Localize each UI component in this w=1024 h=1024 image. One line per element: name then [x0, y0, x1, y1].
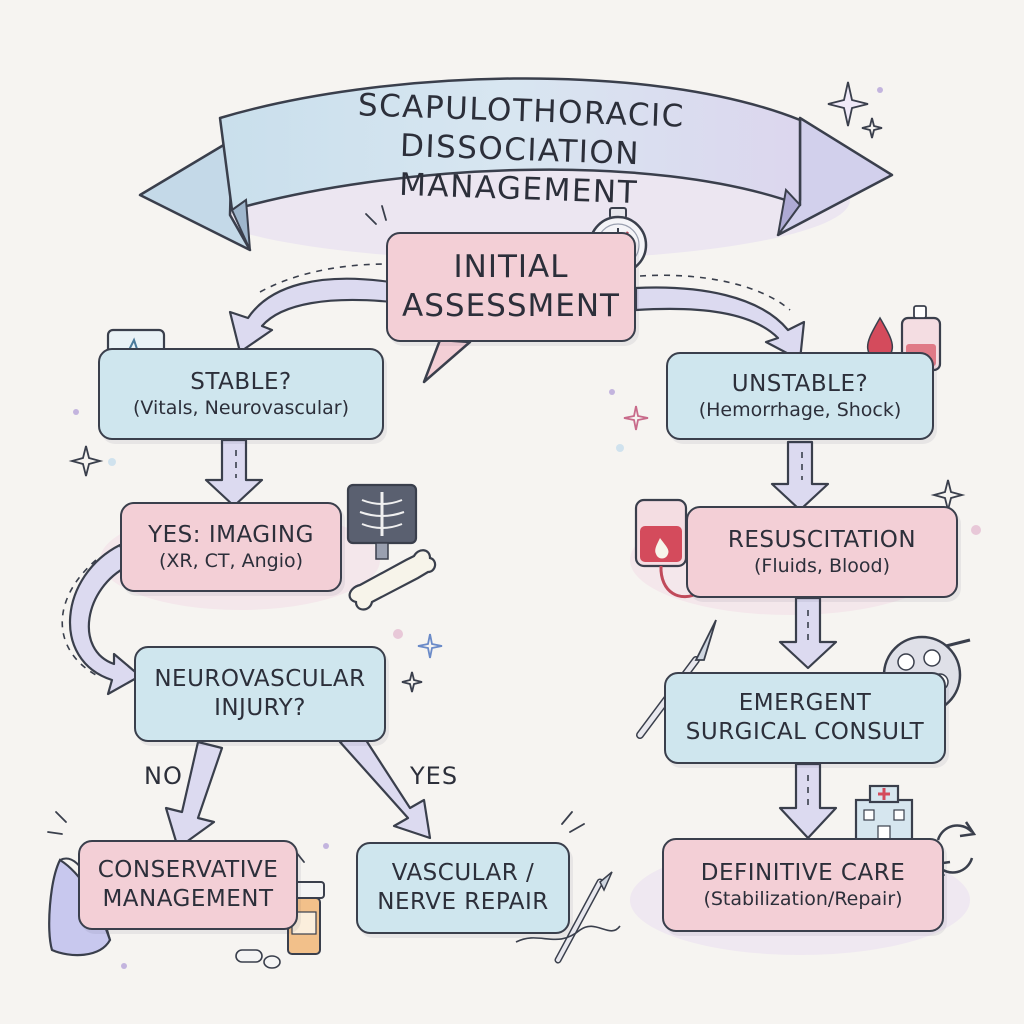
resuscitation-line-1: RESUSCITATION — [727, 526, 917, 553]
neurovascular-line-2: INJURY? — [214, 695, 306, 721]
vascular-line-1: VASCULAR / — [391, 860, 535, 887]
stable-node: STABLE? (Vitals, Neurovascular) — [98, 348, 384, 440]
unstable-line-1: UNSTABLE? — [731, 370, 869, 397]
surgical-consult-node: EMERGENT SURGICAL CONSULT — [664, 672, 946, 764]
hospital-icon — [854, 784, 914, 844]
vascular-line-2: NERVE REPAIR — [377, 889, 549, 915]
branch-label-yes: YES — [410, 762, 459, 790]
imaging-line-1: YES: IMAGING — [148, 521, 314, 548]
conservative-line-2: MANAGEMENT — [102, 886, 274, 912]
unstable-line-2: (Hemorrhage, Shock) — [698, 398, 902, 421]
conservative-line-1: CONSERVATIVE — [97, 857, 279, 884]
initial-assessment-line-1: INITIAL — [453, 249, 569, 286]
vascular-nerve-repair-node: VASCULAR / NERVE REPAIR — [356, 842, 570, 934]
branch-label-no: NO — [144, 762, 183, 790]
surgical-line-1: EMERGENT — [738, 690, 872, 717]
neurovascular-injury-node: NEUROVASCULAR INJURY? — [134, 646, 386, 742]
neurovascular-line-1: NEUROVASCULAR — [154, 666, 366, 693]
motion-lines — [61, 263, 809, 805]
bone-icon — [348, 549, 437, 611]
conservative-management-node: CONSERVATIVE MANAGEMENT — [78, 840, 298, 930]
decor-dots — [73, 87, 981, 969]
suture-scalpel-icon — [515, 871, 621, 964]
resuscitation-line-2: (Fluids, Blood) — [753, 554, 890, 577]
stable-line-1: STABLE? — [190, 368, 292, 395]
initial-assessment-node: INITIAL ASSESSMENT — [386, 232, 636, 342]
unstable-node: UNSTABLE? (Hemorrhage, Shock) — [666, 352, 934, 440]
imaging-node: YES: IMAGING (XR, CT, Angio) — [120, 502, 342, 592]
definitive-line-2: (Stabilization/Repair) — [703, 887, 903, 910]
initial-assessment-line-2: ASSESSMENT — [402, 288, 620, 324]
definitive-line-1: DEFINITIVE CARE — [700, 859, 906, 886]
xray-icon — [346, 483, 418, 560]
stable-line-2: (Vitals, Neurovascular) — [132, 396, 349, 419]
speech-bubble-tail — [422, 338, 472, 384]
resuscitation-node: RESUSCITATION (Fluids, Blood) — [686, 506, 958, 598]
imaging-line-2: (XR, CT, Angio) — [158, 549, 304, 572]
definitive-care-node: DEFINITIVE CARE (Stabilization/Repair) — [662, 838, 944, 932]
diagram-title: SCAPULOTHORACIC DISSOCIATION MANAGEMENT — [238, 82, 802, 218]
surgical-line-2: SURGICAL CONSULT — [685, 719, 925, 745]
sparkle-icon — [68, 81, 966, 693]
title-banner — [138, 77, 894, 252]
